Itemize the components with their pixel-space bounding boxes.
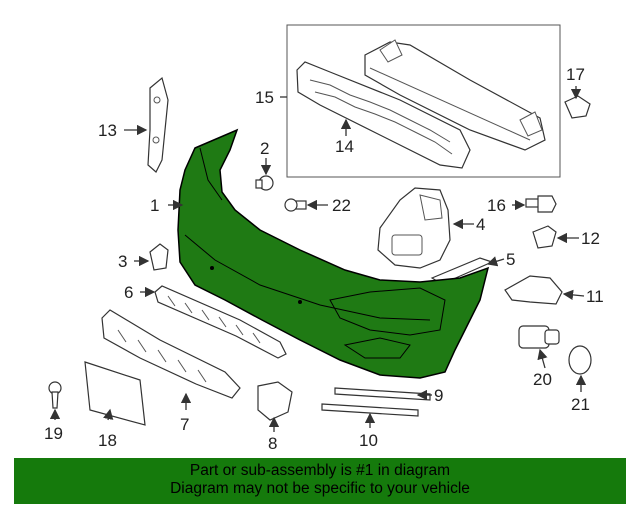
callout-12: 12 [581,229,600,248]
parts-diagram: 1 2 3 4 5 6 7 8 9 10 11 12 13 14 15 16 1… [44,24,604,453]
part-20-sensor[interactable] [518,325,560,349]
footer-line-2: Diagram may not be specific to your vehi… [170,480,470,497]
callout-9: 9 [434,386,443,405]
callout-21: 21 [571,395,590,414]
callout-1: 1 [150,196,159,215]
part-8-trim[interactable] [257,381,293,421]
reinforcement-inset-box [286,24,561,178]
part-2-screw[interactable] [255,175,274,191]
callout-17: 17 [566,65,585,84]
callout-19: 19 [44,424,63,443]
callout-11: 11 [586,287,604,306]
footer-line-1: Part or sub-assembly is #1 in diagram [189,462,451,479]
part-9-strip[interactable] [334,387,431,401]
callout-6: 6 [124,283,133,302]
part-13-bracket[interactable] [147,76,169,173]
callout-3: 3 [118,252,127,271]
part-6-grille[interactable] [154,285,287,359]
part-14-absorber[interactable] [296,61,471,169]
part-1-bumper-cover[interactable] [177,128,490,379]
callout-13: 13 [98,121,117,140]
callout-2: 2 [260,139,269,158]
callout-8: 8 [268,434,277,453]
callout-16: 16 [487,196,506,215]
part-22-bolt[interactable] [284,198,307,212]
callout-20: 20 [533,370,552,389]
part-12-cover[interactable] [532,225,557,249]
part-19-screw[interactable] [48,381,62,409]
callout-4: 4 [476,215,485,234]
footer-banner: Part or sub-assembly is #1 in diagram Di… [14,458,626,504]
part-4-mount-bracket[interactable] [377,187,451,269]
callout-10: 10 [359,431,378,450]
callout-labels: 1 2 3 4 5 6 7 8 9 10 11 12 13 14 15 16 1… [44,65,604,453]
part-21-ring[interactable] [568,345,592,375]
part-11-bracket[interactable] [504,275,563,305]
part-3-plug[interactable] [149,243,169,271]
part-18-plate-bracket[interactable] [84,361,146,426]
part-17-clip[interactable] [564,95,591,119]
part-7-grille[interactable] [101,309,241,399]
part-16-bolt[interactable] [525,195,557,213]
callout-14: 14 [335,137,354,156]
callout-22: 22 [332,196,351,215]
part-15-reinforcement-bar[interactable] [364,39,546,151]
callout-18: 18 [98,431,117,450]
leader-lines [49,86,587,432]
callout-7: 7 [180,415,189,434]
callout-15: 15 [255,88,274,107]
part-10-strip[interactable] [321,403,419,417]
callout-5: 5 [506,250,515,269]
